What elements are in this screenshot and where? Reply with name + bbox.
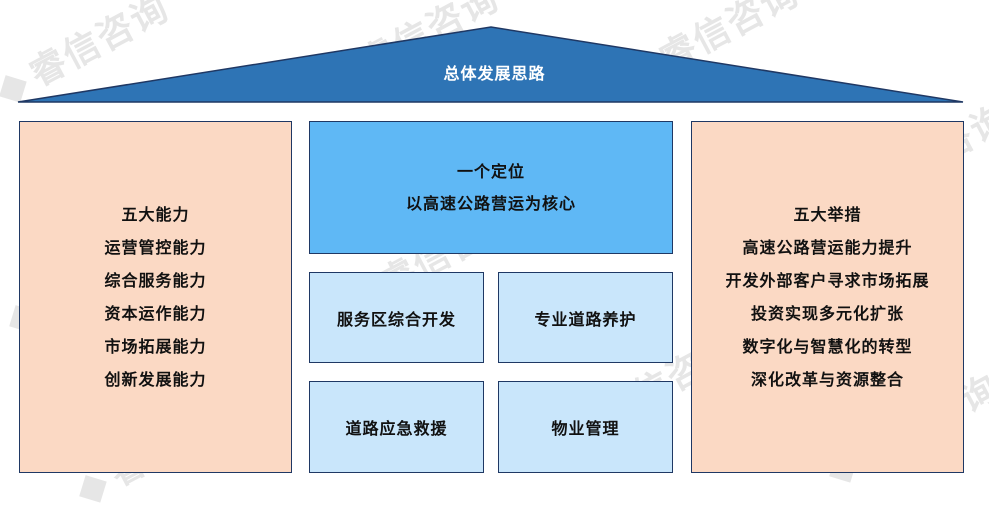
left-panel-item: 资本运作能力 [104, 304, 207, 323]
left-panel-title: 五大能力 [121, 205, 190, 224]
right-panel-item: 高速公路营运能力提升 [742, 238, 913, 257]
right-panel-title: 五大举措 [793, 205, 862, 224]
roof-title: 总体发展思路 [443, 64, 546, 83]
left-panel-item: 创新发展能力 [104, 370, 207, 389]
roof-shape [17, 26, 964, 103]
left-panel-item: 市场拓展能力 [104, 337, 207, 356]
core-positioning-box: 一个定位 以高速公路营运为核心 [309, 121, 673, 254]
business-cell: 道路应急救援 [309, 381, 484, 473]
business-cell: 物业管理 [498, 381, 673, 473]
business-cell: 专业道路养护 [498, 272, 673, 363]
left-panel-item: 综合服务能力 [104, 271, 207, 290]
five-measures-panel: 五大举措 高速公路营运能力提升 开发外部客户寻求市场拓展 投资实现多元化扩张 数… [691, 121, 964, 473]
core-line-2: 以高速公路营运为核心 [405, 193, 576, 213]
right-panel-item: 数字化与智慧化的转型 [742, 337, 913, 356]
right-panel-item: 深化改革与资源整合 [750, 370, 904, 389]
roof-triangle [17, 26, 964, 103]
left-panel-item: 运营管控能力 [104, 238, 207, 257]
core-line-1: 一个定位 [456, 161, 525, 181]
right-panel-item: 投资实现多元化扩张 [750, 304, 904, 323]
right-panel-item: 开发外部客户寻求市场拓展 [725, 271, 930, 290]
business-cell: 服务区综合开发 [309, 272, 484, 363]
watermark-logo-icon [79, 475, 107, 503]
five-capabilities-panel: 五大能力 运营管控能力 综合服务能力 资本运作能力 市场拓展能力 创新发展能力 [19, 121, 292, 473]
